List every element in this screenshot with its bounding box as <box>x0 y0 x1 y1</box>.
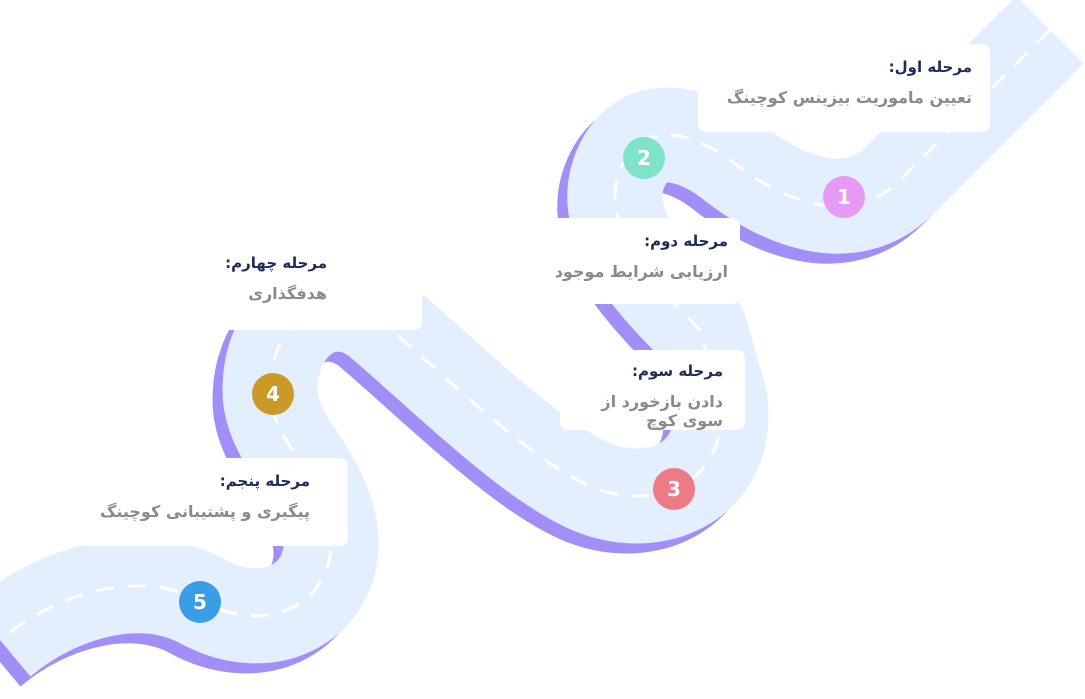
step-description: پیگیری و پشتیبانی کوچینگ <box>99 502 310 521</box>
step-title: مرحله دوم: <box>644 232 728 250</box>
step-description: ارزیابی شرایط موجود <box>554 262 728 281</box>
step-card-3: مرحله سوم: دادن بازخورد از سوی کوچ <box>560 350 745 430</box>
step-card-1: مرحله اول: تعیین ماموریت بیزینس کوچینگ <box>698 44 990 132</box>
step-card-4: مرحله چهارم: هدفگذاری <box>200 240 422 330</box>
step-title: مرحله اول: <box>888 58 972 76</box>
step-description: هدفگذاری <box>248 284 327 303</box>
step-marker-2: 2 <box>623 137 665 179</box>
step-marker-5: 5 <box>179 581 221 623</box>
step-marker-3: 3 <box>653 468 695 510</box>
step-marker-1: 1 <box>823 176 865 218</box>
step-description: دادن بازخورد از سوی کوچ <box>601 392 723 430</box>
step-title: مرحله پنجم: <box>219 472 310 490</box>
road-center-dashes <box>0 28 1052 642</box>
step-card-5: مرحله پنجم: پیگیری و پشتیبانی کوچینگ <box>80 458 348 546</box>
step-title: مرحله سوم: <box>631 362 723 380</box>
step-title: مرحله چهارم: <box>225 254 327 272</box>
step-card-2: مرحله دوم: ارزیابی شرایط موجود <box>540 218 740 304</box>
step-description: تعیین ماموریت بیزینس کوچینگ <box>726 88 972 107</box>
step-marker-4: 4 <box>252 373 294 415</box>
